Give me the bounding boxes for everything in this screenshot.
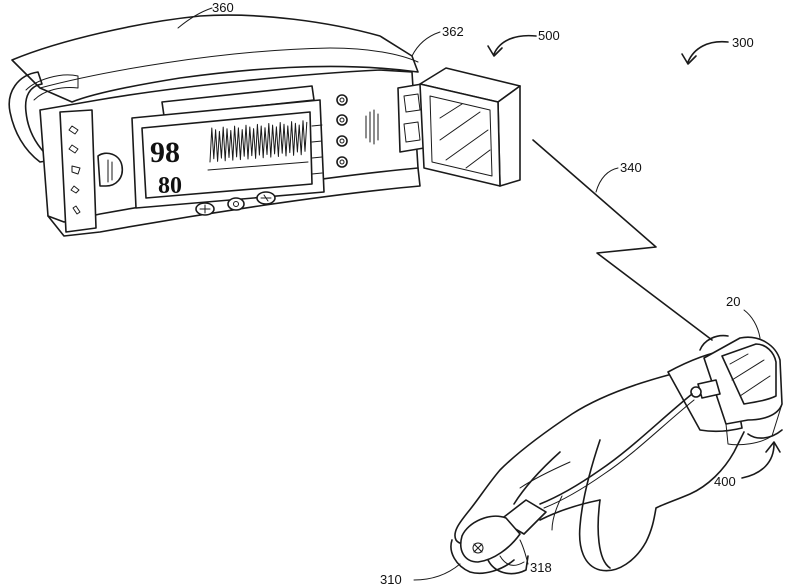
hand-with-wrist-device <box>451 336 782 574</box>
leader-362 <box>412 32 440 56</box>
sensor-cable <box>540 394 692 504</box>
leader-318 <box>520 540 528 564</box>
side-knob <box>98 153 122 186</box>
patient-monitor: 98 80 <box>9 15 424 236</box>
ref-310: 310 <box>380 572 402 585</box>
leader-310 <box>414 564 460 580</box>
ref-360: 360 <box>212 0 234 15</box>
leader-340 <box>596 168 618 192</box>
pulse-rate-readout: 80 <box>158 173 182 199</box>
arrow-500 <box>494 36 536 54</box>
finger-sensor-clip <box>461 516 520 562</box>
ref-300: 300 <box>732 35 754 50</box>
wireless-module <box>420 68 520 186</box>
ref-20: 20 <box>726 294 740 309</box>
spo2-readout: 98 <box>150 136 180 169</box>
ref-400: 400 <box>714 474 736 489</box>
ref-318: 318 <box>530 560 552 575</box>
leader-20 <box>744 310 760 338</box>
ref-362: 362 <box>442 24 464 39</box>
module-front <box>420 84 500 186</box>
ref-340: 340 <box>620 160 642 175</box>
ref-500: 500 <box>538 28 560 43</box>
